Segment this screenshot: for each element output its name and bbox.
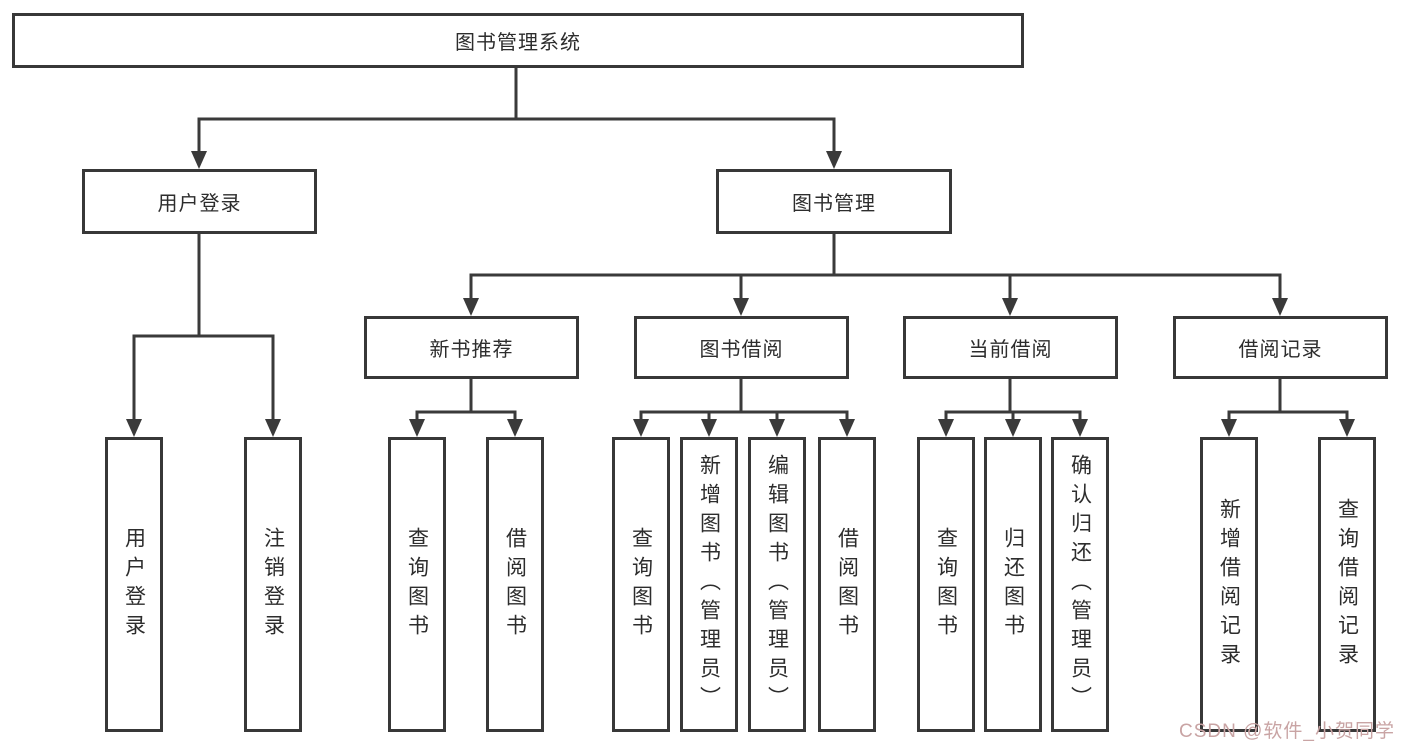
- leaf-query-books-current-label: 查询图书: [934, 526, 958, 643]
- leaf-borrow-books-recommend-label: 借阅图书: [503, 526, 527, 643]
- leaf-query-borrow-record-label: 查询借阅记录: [1335, 497, 1359, 672]
- leaf-confirm-return-admin: 确认归还（管理员）: [1051, 437, 1109, 732]
- node-borrow-records: 借阅记录: [1173, 316, 1388, 379]
- leaf-return-books-label: 归还图书: [1001, 526, 1025, 643]
- leaf-borrow-books-label: 借阅图书: [835, 526, 859, 643]
- leaf-confirm-return-admin-label: 确认归还（管理员）: [1068, 454, 1092, 715]
- arrowhead-icon: [463, 298, 479, 316]
- arrowhead-icon: [701, 419, 717, 437]
- arrowhead-icon: [733, 298, 749, 316]
- leaf-logout-label: 注销登录: [261, 526, 285, 643]
- node-new-book-recommend-label: 新书推荐: [429, 339, 514, 361]
- leaf-query-books-borrow: 查询图书: [612, 437, 670, 732]
- arrowhead-icon: [938, 419, 954, 437]
- node-book-management-label: 图书管理: [792, 193, 876, 215]
- arrowhead-icon: [826, 151, 842, 169]
- node-book-borrow: 图书借阅: [634, 316, 849, 379]
- leaf-query-books-current: 查询图书: [917, 437, 975, 732]
- connector-borrow-to-leaves: [639, 379, 849, 420]
- leaf-query-books-borrow-label: 查询图书: [629, 526, 653, 643]
- leaf-add-borrow-record: 新增借阅记录: [1200, 437, 1258, 732]
- node-user-login: 用户登录: [82, 169, 317, 234]
- node-new-book-recommend: 新书推荐: [364, 316, 579, 379]
- node-root: 图书管理系统: [12, 13, 1024, 68]
- leaf-query-books-recommend-label: 查询图书: [405, 526, 429, 643]
- csdn-watermark: CSDN @软件_小贺同学: [1179, 721, 1395, 742]
- node-current-borrow: 当前借阅: [903, 316, 1118, 379]
- connector-bookmgmt-to-level3: [469, 234, 1282, 299]
- node-book-borrow-label: 图书借阅: [699, 339, 784, 361]
- arrowhead-icon: [1221, 419, 1237, 437]
- leaf-query-borrow-record: 查询借阅记录: [1318, 437, 1376, 732]
- node-book-management: 图书管理: [716, 169, 952, 234]
- arrowhead-icon: [1339, 419, 1355, 437]
- arrowhead-icon: [1002, 298, 1018, 316]
- leaf-logout: 注销登录: [244, 437, 302, 732]
- leaf-edit-books-admin: 编辑图书（管理员）: [748, 437, 806, 732]
- arrowhead-icon: [409, 419, 425, 437]
- leaf-query-books-recommend: 查询图书: [388, 437, 446, 732]
- arrowhead-icon: [126, 419, 142, 437]
- leaf-borrow-books: 借阅图书: [818, 437, 876, 732]
- node-current-borrow-label: 当前借阅: [968, 339, 1053, 361]
- arrowhead-icon: [839, 419, 855, 437]
- arrowhead-icon: [1072, 419, 1088, 437]
- connector-root-to-level2: [197, 68, 836, 152]
- arrowhead-icon: [633, 419, 649, 437]
- arrowhead-icon: [769, 419, 785, 437]
- node-user-login-label: 用户登录: [157, 193, 242, 215]
- leaf-borrow-books-recommend: 借阅图书: [486, 437, 544, 732]
- arrowhead-icon: [1272, 298, 1288, 316]
- connector-userlogin-to-leaves: [132, 234, 275, 420]
- leaf-add-books-admin: 新增图书（管理员）: [680, 437, 738, 732]
- node-root-label: 图书管理系统: [455, 32, 581, 54]
- leaf-user-login: 用户登录: [105, 437, 163, 732]
- leaf-edit-books-admin-label: 编辑图书（管理员）: [765, 454, 789, 715]
- arrowhead-icon: [191, 151, 207, 169]
- leaf-add-books-admin-label: 新增图书（管理员）: [697, 454, 721, 715]
- arrowhead-icon: [1005, 419, 1021, 437]
- connector-recommend-to-leaves: [415, 379, 517, 420]
- arrowhead-icon: [265, 419, 281, 437]
- connector-current-to-leaves: [944, 379, 1082, 420]
- arrowhead-icon: [507, 419, 523, 437]
- leaf-return-books: 归还图书: [984, 437, 1042, 732]
- connector-records-to-leaves: [1227, 379, 1349, 420]
- leaf-user-login-label: 用户登录: [122, 526, 146, 643]
- leaf-add-borrow-record-label: 新增借阅记录: [1217, 497, 1241, 672]
- node-borrow-records-label: 借阅记录: [1238, 339, 1323, 361]
